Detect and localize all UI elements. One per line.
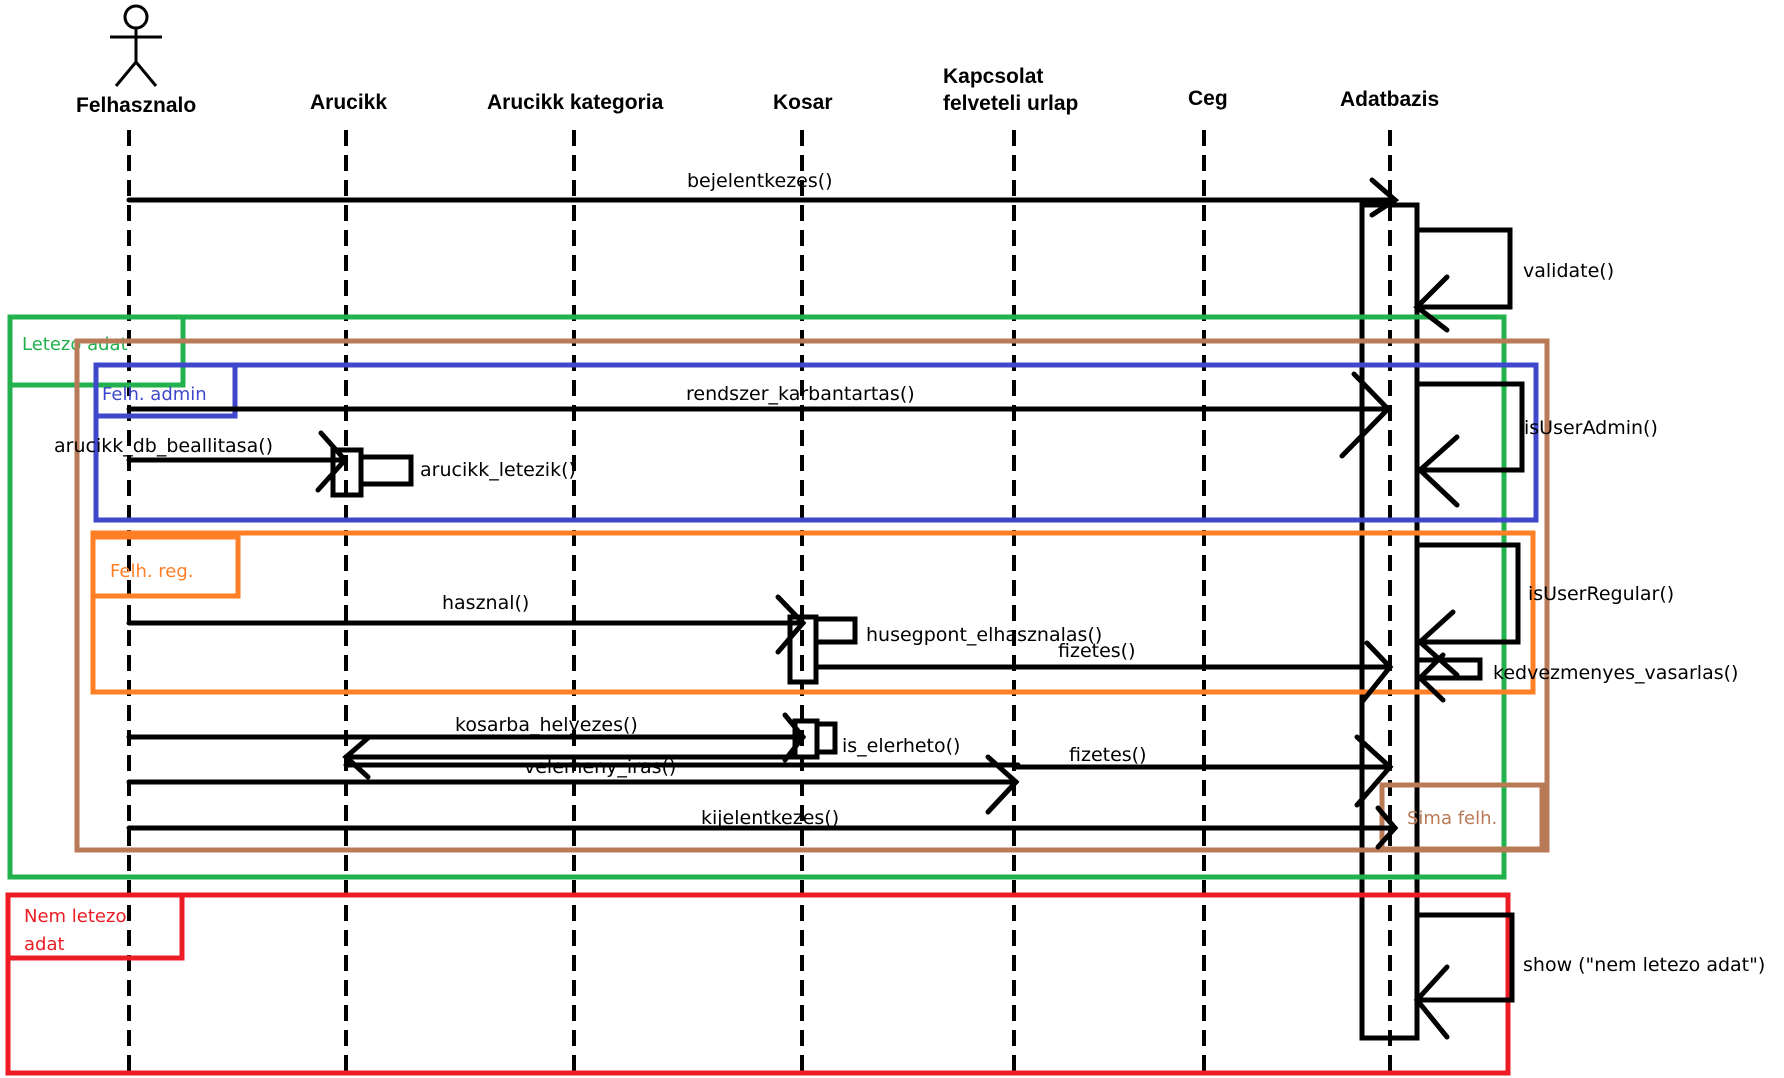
frame-felh-admin-tab	[93, 362, 238, 419]
arrowhead-rendszer-karbantartas	[1339, 371, 1392, 459]
arrowhead-validate	[1413, 274, 1450, 333]
frame-brown	[74, 338, 1550, 853]
frame-label-nem-letezo-2: adat	[24, 934, 65, 955]
message-husegpont-elhasznalas	[813, 616, 858, 645]
label-hasznal: hasznal()	[442, 592, 529, 614]
label-kijelentkezes: kijelentkezes()	[701, 807, 839, 829]
message-is-elerheto	[814, 721, 838, 755]
lifeline-title-kosar: Kosar	[773, 91, 833, 114]
label-velemeny-iras: velemeny_iras()	[524, 756, 676, 778]
label-arucikk-db-beallitasa: arucikk_db_beallitasa()	[54, 435, 273, 457]
frame-letezo-adat	[7, 314, 1507, 880]
arrowhead-is-user-admin	[1416, 434, 1460, 508]
arrowhead-kedvezmenyes-vasarlas	[1416, 652, 1446, 703]
arrowhead-kosarba-helyezes	[782, 712, 807, 763]
arrowhead-return-arucikk	[342, 735, 371, 780]
frame-label-nem-letezo-1: Nem letezo	[24, 906, 126, 927]
activation-kosar-1	[787, 614, 819, 685]
frame-nem-letezo-adat-tab	[5, 892, 185, 961]
label-validate: validate()	[1523, 260, 1614, 282]
activation-arucikk	[330, 447, 364, 498]
arrowhead-fizetes-1	[1359, 640, 1394, 705]
arrowhead-bejelentkezes	[1369, 177, 1400, 218]
frame-felh-reg-tab	[90, 534, 241, 599]
arrowhead-to-kapcsolat	[985, 754, 1020, 815]
label-arucikk-letezik: arucikk_letezik()	[420, 459, 576, 481]
activation-kosar-2	[792, 718, 820, 760]
frame-sima-felh-tab	[1379, 782, 1545, 852]
label-kedvezmenyes-vasarlas: kedvezmenyes_vasarlas()	[1493, 662, 1738, 684]
lifeline-title-kapcsolat-2: felveteli urlap	[943, 92, 1078, 115]
actor-stick-figure	[110, 4, 162, 87]
message-is-user-admin	[1414, 381, 1525, 473]
message-arucikk-letezik	[359, 454, 414, 487]
lifeline-title-arucikk: Arucikk	[310, 91, 387, 114]
arrowhead-arucikk-db-beallitasa	[315, 430, 349, 493]
lifeline-title-adatbazis: Adatbazis	[1340, 88, 1439, 111]
label-is-user-regular: isUserRegular()	[1528, 583, 1674, 605]
lifeline-title-arucikk-kategoria: Arucikk kategoria	[487, 91, 664, 114]
label-is-user-admin: isUserAdmin()	[1524, 417, 1658, 439]
arrowhead-show-nem-letezo	[1413, 964, 1450, 1040]
message-kedvezmenyes-vasarlas	[1414, 657, 1483, 681]
label-husegpont-elhasznalas: husegpont_elhasznalas()	[866, 624, 1102, 646]
frame-label-felh-reg: Felh. reg.	[110, 561, 194, 582]
frame-label-felh-admin: Felh. admin	[102, 384, 207, 405]
arrowhead-fizetes-2	[1354, 734, 1394, 808]
lifeline-title-kapcsolat-1: Kapcsolat	[943, 65, 1043, 88]
frame-label-sima-felh: Sima felh.	[1407, 808, 1497, 829]
arrowhead-hasznal	[775, 594, 807, 655]
message-show-nem-letezo	[1414, 912, 1515, 1003]
label-bejelentkezes: bejelentkezes()	[687, 170, 833, 192]
label-show-nem-letezo: show ("nem letezo adat")	[1523, 954, 1765, 976]
label-is-elerheto: is_elerheto()	[842, 735, 960, 757]
frame-felh-admin	[93, 362, 1539, 523]
label-kosarba-helyezes: kosarba_helyezes()	[455, 714, 638, 736]
frame-nem-letezo-adat	[5, 892, 1511, 1076]
label-rendszer-karbantartas: rendszer_karbantartas()	[686, 383, 915, 405]
label-fizetes-2: fizetes()	[1069, 744, 1147, 766]
label-fizetes-1: fizetes()	[1058, 640, 1136, 662]
message-validate	[1414, 227, 1513, 310]
arrowhead-is-user-regular	[1416, 609, 1460, 678]
frame-felh-reg	[90, 530, 1536, 695]
lifeline-title-felhasznalo: Felhasznalo	[76, 94, 196, 117]
lifeline-title-ceg: Ceg	[1188, 87, 1228, 110]
arrowhead-kijelentkezes	[1375, 805, 1399, 850]
message-is-user-regular	[1414, 542, 1521, 645]
